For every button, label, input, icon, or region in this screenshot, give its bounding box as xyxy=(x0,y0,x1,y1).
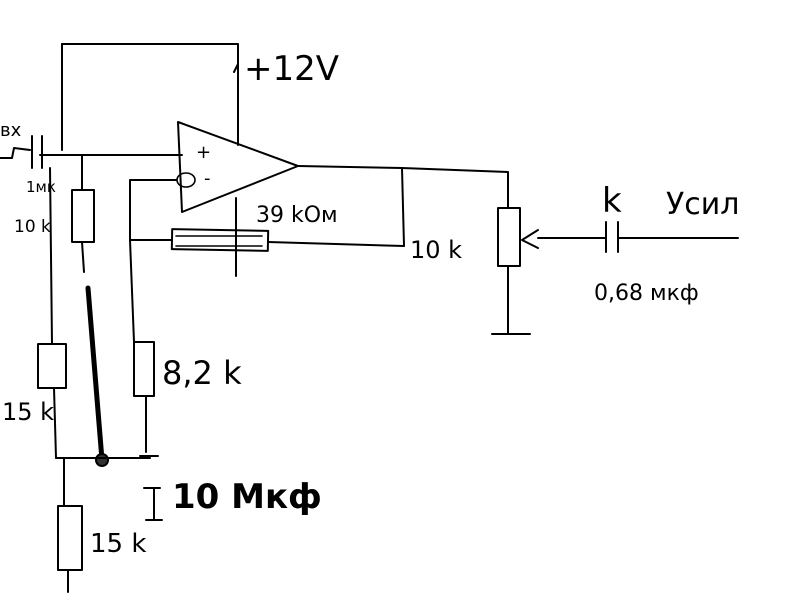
resistor-10k-label: 10 k xyxy=(14,217,51,237)
capacitor-10-label: 10 Мкф xyxy=(172,477,322,517)
feedback-resistor-label: 39 kOм xyxy=(256,203,338,228)
supply-top-wire xyxy=(61,43,239,146)
resistor-15k-lower xyxy=(57,505,83,571)
pot-wiper xyxy=(521,229,599,249)
input-lead xyxy=(0,147,31,159)
resistor-15k-upper-label: 15 k xyxy=(2,398,54,426)
feedback-resistor xyxy=(170,228,270,252)
output-pot-label: 10 k xyxy=(410,236,462,264)
opamp-minus: - xyxy=(204,168,211,189)
feedback-resistor-lines xyxy=(175,235,263,247)
feedback-drop-wire xyxy=(401,167,405,247)
r10k-bottom-wire xyxy=(81,241,85,273)
junction-dot xyxy=(95,453,109,467)
feedback-wire-right xyxy=(267,241,405,247)
output-cap-label: 0,68 мкф xyxy=(594,281,699,306)
minus-input-wire xyxy=(129,179,177,241)
cap10-lead xyxy=(145,487,163,521)
resistor-15k-upper xyxy=(37,343,67,389)
output-wire xyxy=(297,165,509,209)
opamp-plus: + xyxy=(196,142,211,163)
output-signal-label: Уcил xyxy=(666,187,739,222)
pot-bottom-wire xyxy=(491,265,531,335)
resistor-82k-label: 8,2 k xyxy=(162,354,242,392)
resistor-10k xyxy=(71,189,95,243)
opamp-triangle xyxy=(177,121,299,213)
input-label: вх xyxy=(0,120,22,141)
resistor-82k xyxy=(133,341,155,397)
r82k-top-wire xyxy=(129,239,135,343)
output-potentiometer xyxy=(497,207,521,267)
output-k-label: k xyxy=(602,181,622,221)
input-cap-label: 1мк xyxy=(26,178,56,196)
resistor-15k-lower-label: 15 k xyxy=(90,529,146,559)
left-divider-wire xyxy=(49,167,53,345)
supply-label: +12V xyxy=(244,49,339,89)
r15k-upper-wire xyxy=(53,387,57,459)
thick-link xyxy=(85,285,105,463)
